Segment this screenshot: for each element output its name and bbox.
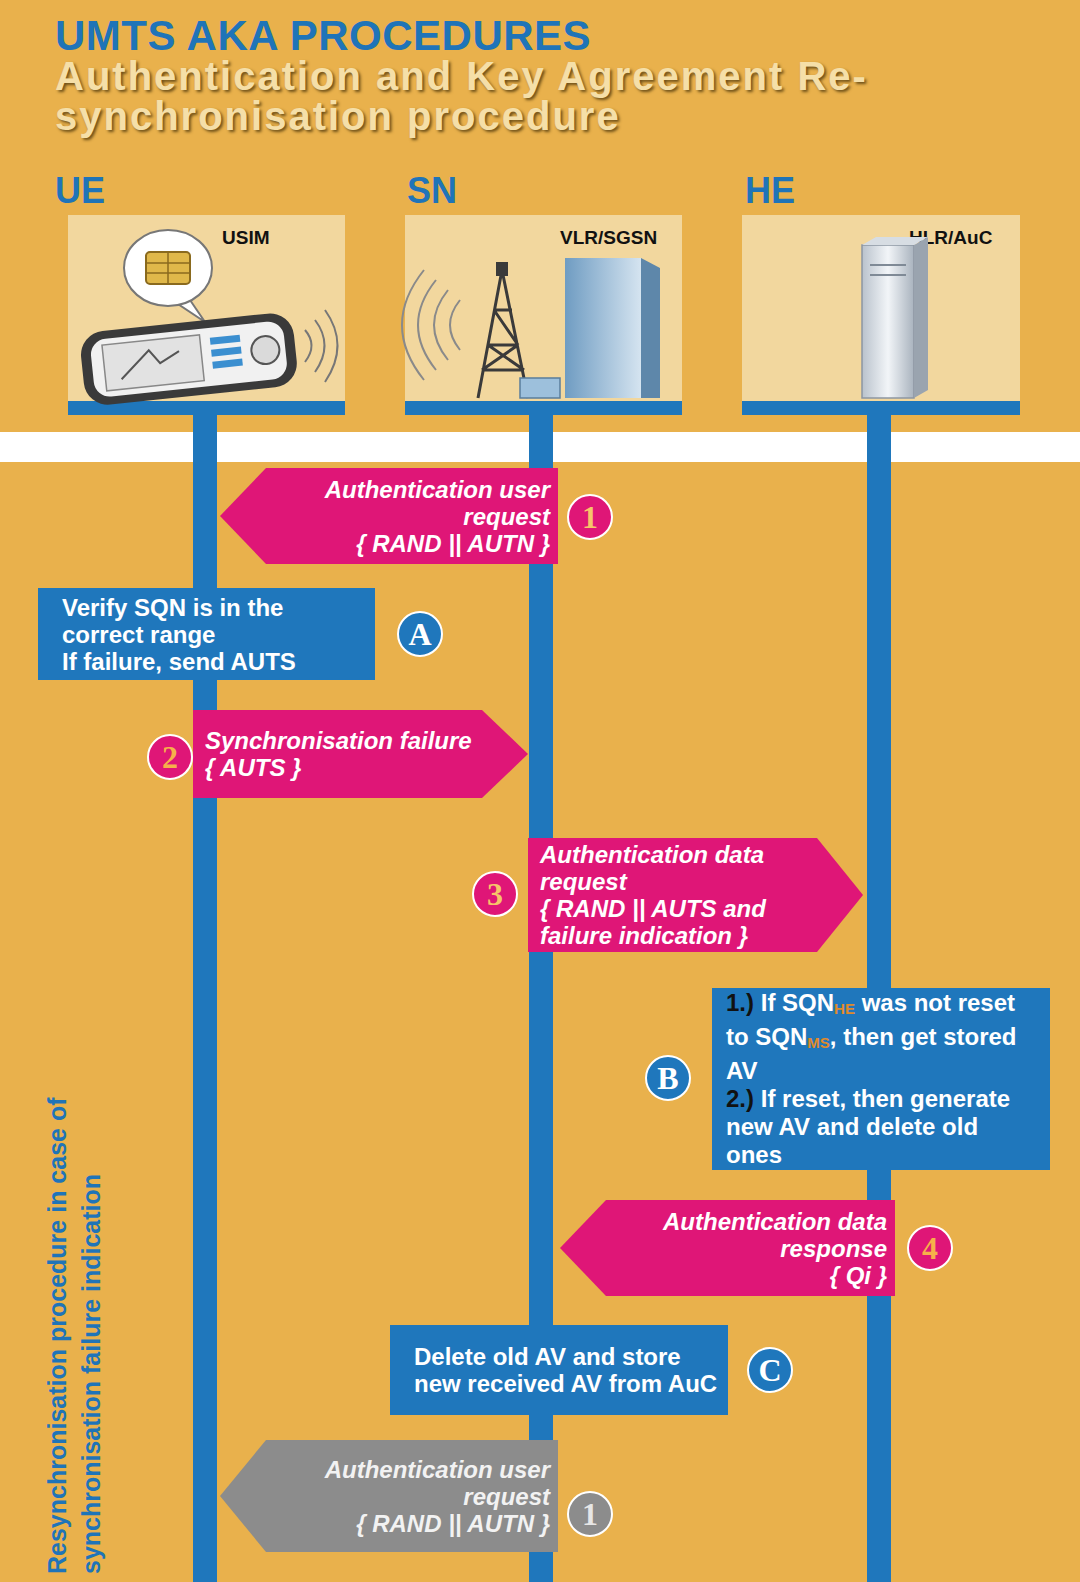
callout-number: 4: [907, 1225, 953, 1271]
server-side: [914, 237, 928, 398]
phone-dpad: [250, 335, 281, 366]
phone-face: [89, 320, 288, 398]
arrow-body: [560, 1200, 895, 1296]
entity-name: VLR/SGSN: [560, 227, 657, 249]
arrow-body: [220, 468, 558, 564]
phone-illustration: [79, 230, 338, 407]
message-parameters: { RAND || AUTS and failure indication }: [540, 895, 818, 949]
message-arrow: Authentication user request{ RAND || AUT…: [220, 468, 558, 564]
server-slots: [870, 265, 906, 275]
bubble-tail: [178, 300, 205, 322]
callout-number: 1: [567, 1491, 613, 1537]
message-text: Authentication user request{ RAND || AUT…: [220, 1440, 558, 1552]
process-box: Delete old AV and store new received AV …: [390, 1325, 728, 1415]
callout-number: B: [645, 1055, 691, 1101]
message-text: Authentication user request{ RAND || AUT…: [220, 468, 558, 564]
phone-key: [210, 335, 241, 345]
phone-body-group: [79, 311, 300, 407]
radio-waves: [305, 310, 338, 382]
note-text: Verify SQN is in the correct rangeIf fai…: [38, 588, 375, 680]
server-top: [862, 237, 928, 245]
server-illustration: [862, 237, 928, 398]
process-box: Verify SQN is in the correct rangeIf fai…: [38, 588, 375, 680]
process-box: 1.)If SQNHEwas not reset to SQNMS, then …: [712, 988, 1050, 1170]
message-name: Authentication user request: [268, 476, 550, 530]
phone-body: [79, 311, 300, 407]
note-part: 1.): [726, 989, 754, 1016]
equipment-hut: [520, 378, 560, 398]
sim-contacts: [146, 252, 190, 284]
entity-heading: HE: [745, 171, 795, 211]
building: [565, 258, 641, 398]
note-part: If SQN: [761, 989, 834, 1016]
arrow-body: [528, 838, 863, 952]
callout-number: 3: [472, 871, 518, 917]
note-line: If failure, send AUTS: [62, 648, 367, 675]
speech-bubble: [124, 230, 212, 306]
callout-number: A: [397, 611, 443, 657]
entity-box: HEHLR/AuC: [742, 215, 1020, 415]
note-text: Delete old AV and store new received AV …: [390, 1325, 728, 1415]
message-parameters: { AUTS }: [205, 754, 478, 781]
message-name: Authentication data request: [540, 841, 818, 895]
note-line: Delete old AV and store new received AV …: [414, 1343, 720, 1397]
antenna-mast: [478, 270, 528, 398]
entity-name: HLR/AuC: [909, 227, 992, 249]
arrow-body: [193, 710, 528, 798]
subscript-text: HE: [834, 1000, 855, 1017]
note-flow: 1.)If SQNHEwas not reset to SQNMS, then …: [726, 989, 1040, 1169]
message-parameters: { Qi }: [608, 1262, 887, 1289]
message-arrow: Synchronisation failure{ AUTS }: [193, 710, 528, 798]
server-front: [862, 245, 914, 398]
tower-illustration: [402, 258, 660, 398]
phone-key: [212, 359, 243, 369]
note-part: If reset, then generate new AV and delet…: [726, 1085, 1010, 1168]
building-side: [641, 258, 660, 398]
screen-graphic: [119, 347, 181, 379]
entity-box: UEUSIM: [68, 215, 345, 415]
message-text: Synchronisation failure{ AUTS }: [193, 710, 528, 798]
subtitle: Authentication and Key Agreement Re-sync…: [55, 56, 1035, 136]
phone-key: [211, 347, 242, 357]
callout-number: 2: [147, 734, 193, 780]
message-name: Authentication data response: [608, 1208, 887, 1262]
subscript-text: MS: [807, 1034, 830, 1051]
message-arrow: Authentication user request{ RAND || AUT…: [220, 1440, 558, 1552]
arrow-body: [220, 1440, 558, 1552]
entity-box: SNVLR/SGSN: [405, 215, 682, 415]
entity-heading: SN: [407, 171, 457, 211]
message-arrow: Authentication data request{ RAND || AUT…: [528, 838, 863, 952]
entity-heading: UE: [55, 171, 105, 211]
sim-chip: [146, 252, 190, 284]
message-name: Synchronisation failure: [205, 727, 478, 754]
entity-name: USIM: [222, 227, 270, 249]
lifeline: [193, 410, 217, 1582]
note-text: 1.)If SQNHEwas not reset to SQNMS, then …: [712, 988, 1050, 1170]
side-label: Resynchronisation procedure in case of s…: [40, 954, 108, 1574]
message-text: Authentication data response{ Qi }: [560, 1200, 895, 1296]
message-name: Authentication user request: [268, 1456, 550, 1510]
message-parameters: { RAND || AUTN }: [268, 1510, 550, 1537]
note-part: 2.): [726, 1085, 754, 1112]
callout-number: 1: [567, 494, 613, 540]
message-text: Authentication data request{ RAND || AUT…: [528, 838, 863, 952]
diagram-title: UMTS AKA PROCEDURES: [55, 12, 591, 60]
message-arrow: Authentication data response{ Qi }: [560, 1200, 895, 1296]
note-line: Verify SQN is in the correct range: [62, 594, 367, 648]
radio-waves: [402, 270, 460, 380]
phone-screen: [102, 335, 204, 391]
callout-number: C: [747, 1347, 793, 1393]
message-parameters: { RAND || AUTN }: [268, 530, 550, 557]
antenna-top: [496, 262, 508, 276]
